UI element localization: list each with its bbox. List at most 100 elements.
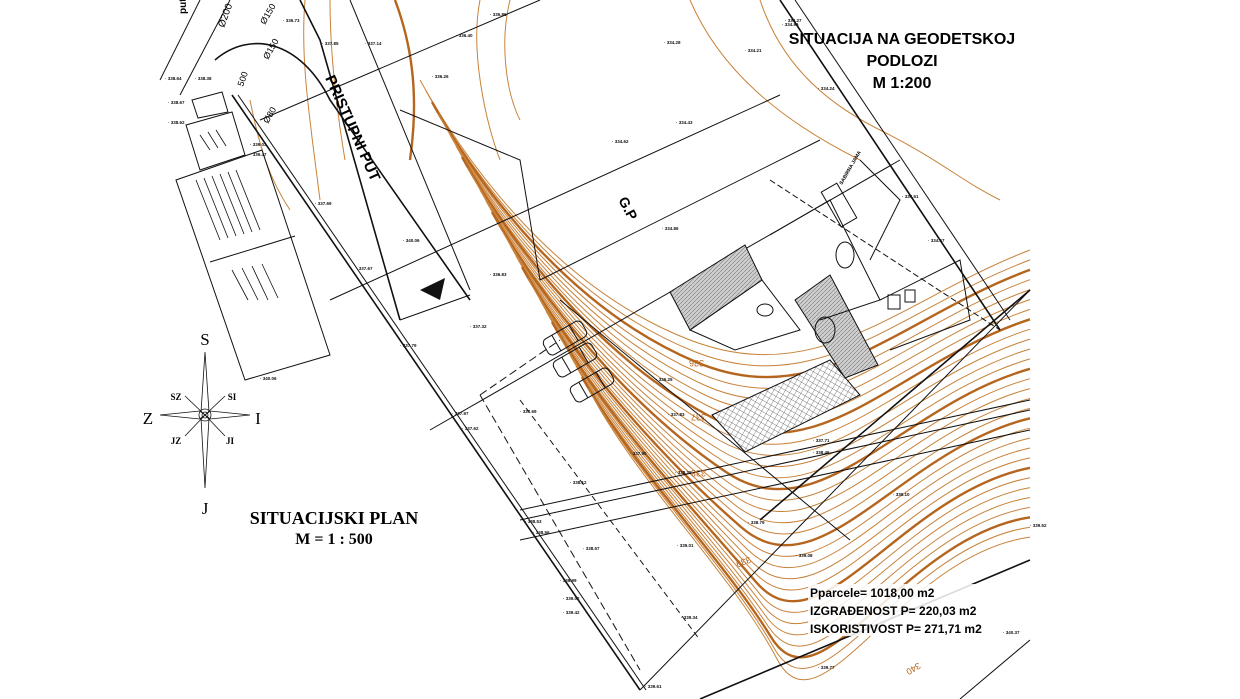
- spot-height: · 337.90: [630, 451, 647, 456]
- area-stats: Pparcele= 1018,00 m2 IZGRAĐENOST P= 220,…: [808, 584, 998, 636]
- spot-height: · 338.25: [675, 470, 692, 475]
- spot-height: · 334.21: [745, 48, 762, 53]
- contour-label-338: 338: [691, 468, 706, 478]
- spot-height: · 337.83: [668, 412, 685, 417]
- contour-label-339: 339: [735, 555, 753, 570]
- spot-height: · 334.51: [902, 194, 919, 199]
- spot-height: · 337.71: [813, 438, 830, 443]
- spot-height: · 337.14: [365, 41, 382, 46]
- plan-title: SITUACIJSKI PLAN: [250, 508, 419, 528]
- spot-height: · 338.57: [583, 546, 600, 551]
- geodetic-title-line2: PODLOZI: [866, 53, 937, 70]
- pipe-label: Ø150: [258, 2, 278, 26]
- contour-line: [587, 387, 1031, 669]
- pipe-label: Ø150: [261, 37, 281, 61]
- contour-line: [563, 343, 1031, 625]
- spot-height: · 334.96: [782, 22, 799, 27]
- contour-line: [425, 90, 1031, 367]
- spot-height: · 338.46: [813, 450, 830, 455]
- spot-height: · 336.40: [456, 33, 473, 38]
- compass-ne: SI: [228, 392, 237, 402]
- spot-height: · 339.10: [893, 492, 910, 497]
- north-arrow-marker: [420, 278, 445, 300]
- geodetic-scale: M 1:200: [873, 75, 932, 92]
- usable-area: ISKORISTIVOST P= 271,71 m2: [810, 622, 982, 636]
- compass-nw: SZ: [170, 392, 181, 402]
- compass-south: J: [202, 499, 209, 518]
- contour-lines: [419, 79, 1031, 681]
- spot-height: · 335.86: [490, 12, 507, 17]
- neighbouring-buildings: [175, 91, 331, 381]
- spot-height: · 340.06: [260, 376, 277, 381]
- spot-height: · 339.47: [250, 152, 267, 157]
- spot-height: · 338.12: [570, 480, 587, 485]
- spot-height: · 338.64: [165, 76, 182, 81]
- spot-height: · 334.67: [928, 238, 945, 243]
- contour-line: [490, 211, 1031, 491]
- compass-se: JI: [226, 436, 235, 446]
- spot-height: · 338.79: [748, 520, 765, 525]
- spot-height: · 338.38: [195, 76, 212, 81]
- house-footprint: [669, 182, 971, 453]
- contour-line: [533, 288, 1031, 569]
- spot-height: · 339.34: [681, 615, 698, 620]
- contour-line: [550, 321, 1031, 603]
- spot-height: · 334.86: [662, 226, 679, 231]
- contour-line: [497, 222, 1031, 501]
- spot-height: · 340.06: [403, 238, 420, 243]
- spot-height: · 338.99: [560, 578, 577, 583]
- spot-height: · 336.25: [656, 377, 673, 382]
- contour-line: [545, 310, 1031, 591]
- contour-line: [455, 145, 1031, 423]
- spot-height: · 339.08: [796, 553, 813, 558]
- building-line-label: G.P: [615, 194, 640, 223]
- spot-height: · 334.62: [612, 139, 629, 144]
- spot-height: · 336.26: [432, 74, 449, 79]
- contour-line: [575, 365, 1031, 647]
- geodetic-title: SITUACIJA NA GEODETSKOJ PODLOZI M 1:200: [789, 31, 1015, 92]
- spot-height: · 334.24: [818, 86, 835, 91]
- spot-height: · 334.43: [676, 120, 693, 125]
- spot-height: · 340.37: [1003, 630, 1020, 635]
- spot-height: · 339.03: [250, 142, 267, 147]
- spot-height: · 337.69: [520, 409, 537, 414]
- contour-line: [527, 277, 1031, 557]
- spot-height: · 339.01: [677, 543, 694, 548]
- contour-line: [569, 354, 1031, 636]
- spot-height: · 336.83: [490, 272, 507, 277]
- spot-height: · 339.42: [563, 610, 580, 615]
- spot-height: · 339.61: [645, 684, 662, 689]
- spot-height: · 334.27: [785, 18, 802, 23]
- pipe-label: Ø200: [216, 2, 235, 29]
- contour-line: [449, 134, 1031, 412]
- spot-height: · 338.56: [533, 530, 550, 535]
- parcel-boundaries: [159, 0, 1031, 699]
- spot-height: · 337.97: [452, 411, 469, 416]
- compass-north: S: [200, 330, 209, 349]
- spot-height: · 339.52: [1030, 523, 1047, 528]
- contour-label-337: 337: [691, 412, 706, 422]
- compass-east: I: [255, 409, 261, 428]
- spot-height: · 337.62: [462, 426, 479, 431]
- contour-line: [520, 266, 1031, 547]
- spot-height: · 338.62: [168, 120, 185, 125]
- road-label: put: [178, 0, 189, 14]
- parcel-area: Pparcele= 1018,00 m2: [810, 586, 935, 600]
- spot-height: · 337.85: [322, 41, 339, 46]
- contour-label-336: 336: [689, 358, 704, 368]
- spot-height: · 336.73: [283, 18, 300, 23]
- contour-line: [580, 376, 1031, 659]
- compass-sw: JZ: [171, 436, 182, 446]
- contour-line: [430, 101, 1031, 379]
- pipe-label: Ø80: [261, 105, 278, 125]
- contour-line: [443, 123, 1031, 400]
- spot-heights: · 336.73 · 337.14 · 336.40 · 336.26 · 335.86…: [165, 12, 1047, 689]
- pipe-label: 500: [235, 70, 250, 88]
- contour-line: [460, 156, 1031, 435]
- compass-rose: S J Z I SZ SI JZ JI: [143, 330, 261, 518]
- contour-line: [419, 79, 1031, 356]
- contour-label-340: 340: [904, 661, 922, 677]
- spot-height: · 339.77: [818, 665, 835, 670]
- spot-height: · 339.02: [563, 596, 580, 601]
